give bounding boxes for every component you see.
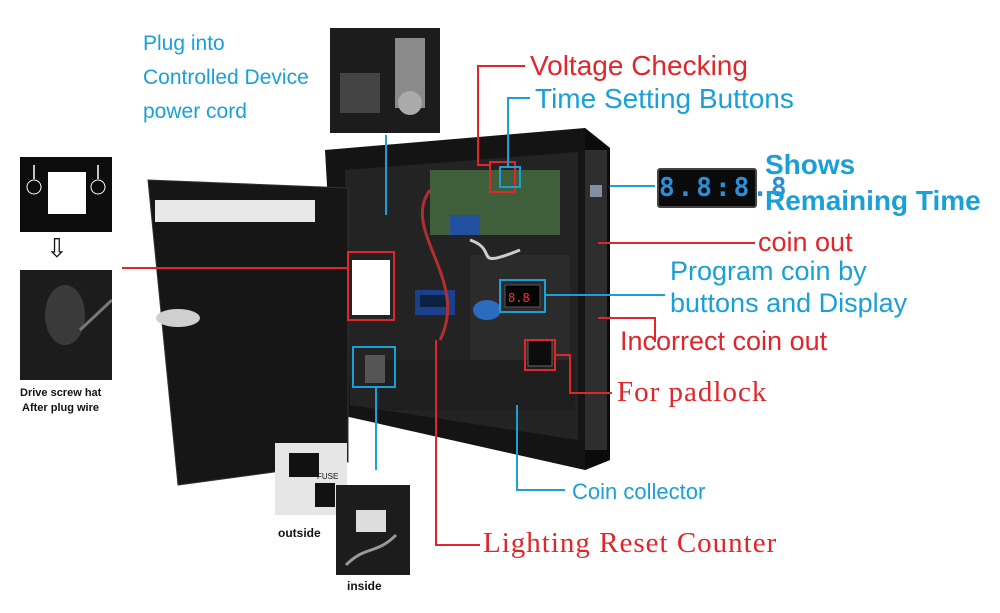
- incorrect-label: Incorrect coin out: [620, 326, 828, 356]
- padlock-label: For padlock: [617, 376, 768, 408]
- program-label-2: buttons and Display: [670, 288, 908, 318]
- voltage-label: Voltage Checking: [530, 50, 748, 81]
- shows-label-1: Shows: [765, 149, 856, 180]
- pcb-board: [430, 170, 560, 235]
- leader-voltage: [477, 65, 525, 166]
- drive-screw-label-1: Drive screw hat: [20, 387, 102, 399]
- socket-highlight: [352, 346, 396, 388]
- leader-incorrect: [598, 317, 656, 342]
- cabinet-door: [147, 179, 349, 486]
- door-window-highlight: [347, 251, 395, 321]
- shows-label-2: Remaining Time: [765, 185, 981, 216]
- program-display: [504, 284, 541, 308]
- reset-label: Lighting Reset Counter: [483, 527, 778, 559]
- fuse-text: FUSE: [317, 472, 338, 481]
- arrow-down-icon: ⇩: [46, 233, 68, 263]
- plug-label-3: power cord: [143, 100, 247, 123]
- power-cord-photo: [330, 28, 440, 133]
- program-highlight: [499, 279, 546, 313]
- remaining-time-display: 8.8:8.8: [657, 168, 787, 208]
- leader-collector: [516, 405, 565, 491]
- wire-red: [420, 189, 450, 341]
- leader-padlock: [555, 354, 612, 394]
- time-buttons-highlight: [499, 166, 521, 188]
- door-window: [352, 260, 390, 315]
- drive-screw-label-2: After plug wire: [22, 402, 100, 414]
- outside-label: outside: [278, 526, 321, 540]
- screw-hat-photo: [20, 270, 112, 380]
- padlock-hasp: [527, 339, 553, 367]
- time-setting-label: Time Setting Buttons: [535, 83, 794, 114]
- coin-out-label: coin out: [758, 227, 853, 257]
- plug-label-2: Controlled Device: [143, 66, 309, 89]
- voltage-highlight: [489, 161, 516, 193]
- coin-acceptor-badge: [473, 300, 501, 320]
- timer-screen: [420, 295, 448, 307]
- leader-reset: [435, 340, 480, 546]
- program-label-1: Program coin by: [670, 256, 867, 286]
- notice-label: [155, 200, 315, 222]
- wire-white: [469, 238, 521, 261]
- coin-front-plate: [585, 150, 607, 450]
- door-plate-photo: [20, 157, 112, 232]
- coin-slot: [590, 185, 602, 197]
- leader-time-setting: [507, 97, 530, 168]
- door-lock: [156, 309, 200, 327]
- collector-label: Coin collector: [572, 479, 706, 504]
- program-display-digits: 8.8: [508, 291, 530, 305]
- coin-collector-tray: [380, 360, 575, 410]
- plug-label-1: Plug into: [143, 32, 225, 55]
- inside-label: inside: [347, 579, 382, 593]
- power-socket-inside: [365, 355, 385, 383]
- outside-socket-photo: FUSE: [275, 443, 347, 515]
- relay: [450, 215, 480, 235]
- inside-socket-photo: [336, 485, 410, 575]
